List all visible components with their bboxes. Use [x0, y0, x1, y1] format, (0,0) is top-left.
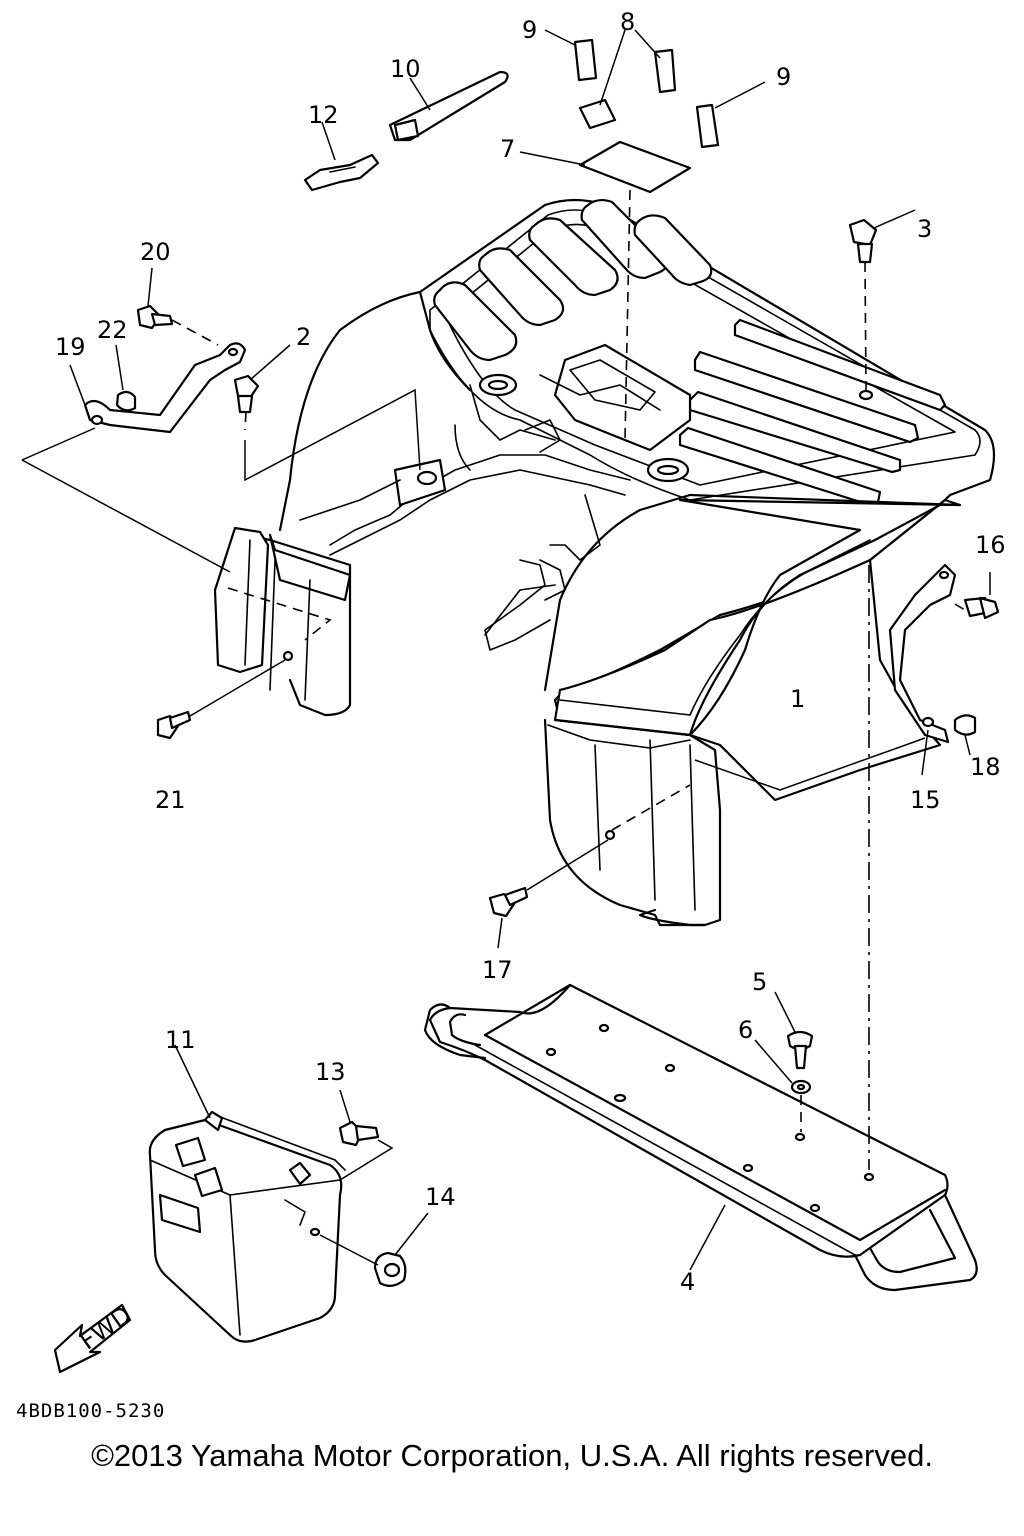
callout-17: 17 [482, 956, 513, 984]
top-small-parts [303, 29, 766, 441]
copyright-notice: ©2013 Yamaha Motor Corporation, U.S.A. A… [91, 1438, 933, 1473]
callout-13: 13 [315, 1058, 346, 1086]
callout-3: 3 [917, 215, 932, 243]
callout-14: 14 [425, 1183, 456, 1211]
callout-1: 1 [790, 685, 805, 713]
left-bracket [21, 267, 247, 573]
bolt-21 [156, 659, 286, 740]
callout-21: 21 [155, 786, 186, 814]
diagram-code: 4BDB100-5230 [16, 1400, 166, 1422]
callout-7: 7 [500, 135, 515, 163]
callout-18: 18 [970, 753, 1001, 781]
callout-4: 4 [680, 1268, 695, 1296]
callout-11: 11 [165, 1026, 196, 1054]
callout-20: 20 [140, 238, 171, 266]
callout-2: 2 [296, 323, 311, 351]
callout-9a: 9 [522, 16, 537, 44]
callout-9b: 9 [776, 63, 791, 91]
callout-8: 8 [620, 8, 635, 36]
bolt-5-washer-6 [754, 991, 814, 1132]
callout-15: 15 [910, 786, 941, 814]
rear-fender [243, 198, 996, 927]
fwd-label: FWD [75, 1301, 137, 1356]
skid-plate [423, 565, 978, 1292]
right-bracket [694, 563, 1000, 791]
callout-12: 12 [308, 101, 339, 129]
callout-5: 5 [752, 968, 767, 996]
callout-numbers: 1 2 3 4 5 6 7 8 9 9 10 11 12 13 14 15 16… [55, 8, 1006, 1296]
bolt-3 [848, 209, 916, 401]
tool-box [148, 1044, 429, 1343]
bolt-2 [233, 344, 421, 482]
callout-10: 10 [390, 55, 421, 83]
callout-19: 19 [55, 333, 86, 361]
left-mud-flap [213, 526, 332, 674]
fwd-arrow-icon: FWD [53, 1301, 137, 1374]
callout-16: 16 [975, 531, 1006, 559]
bolt-17 [488, 784, 691, 949]
callout-6: 6 [738, 1016, 753, 1044]
callout-22: 22 [97, 316, 128, 344]
